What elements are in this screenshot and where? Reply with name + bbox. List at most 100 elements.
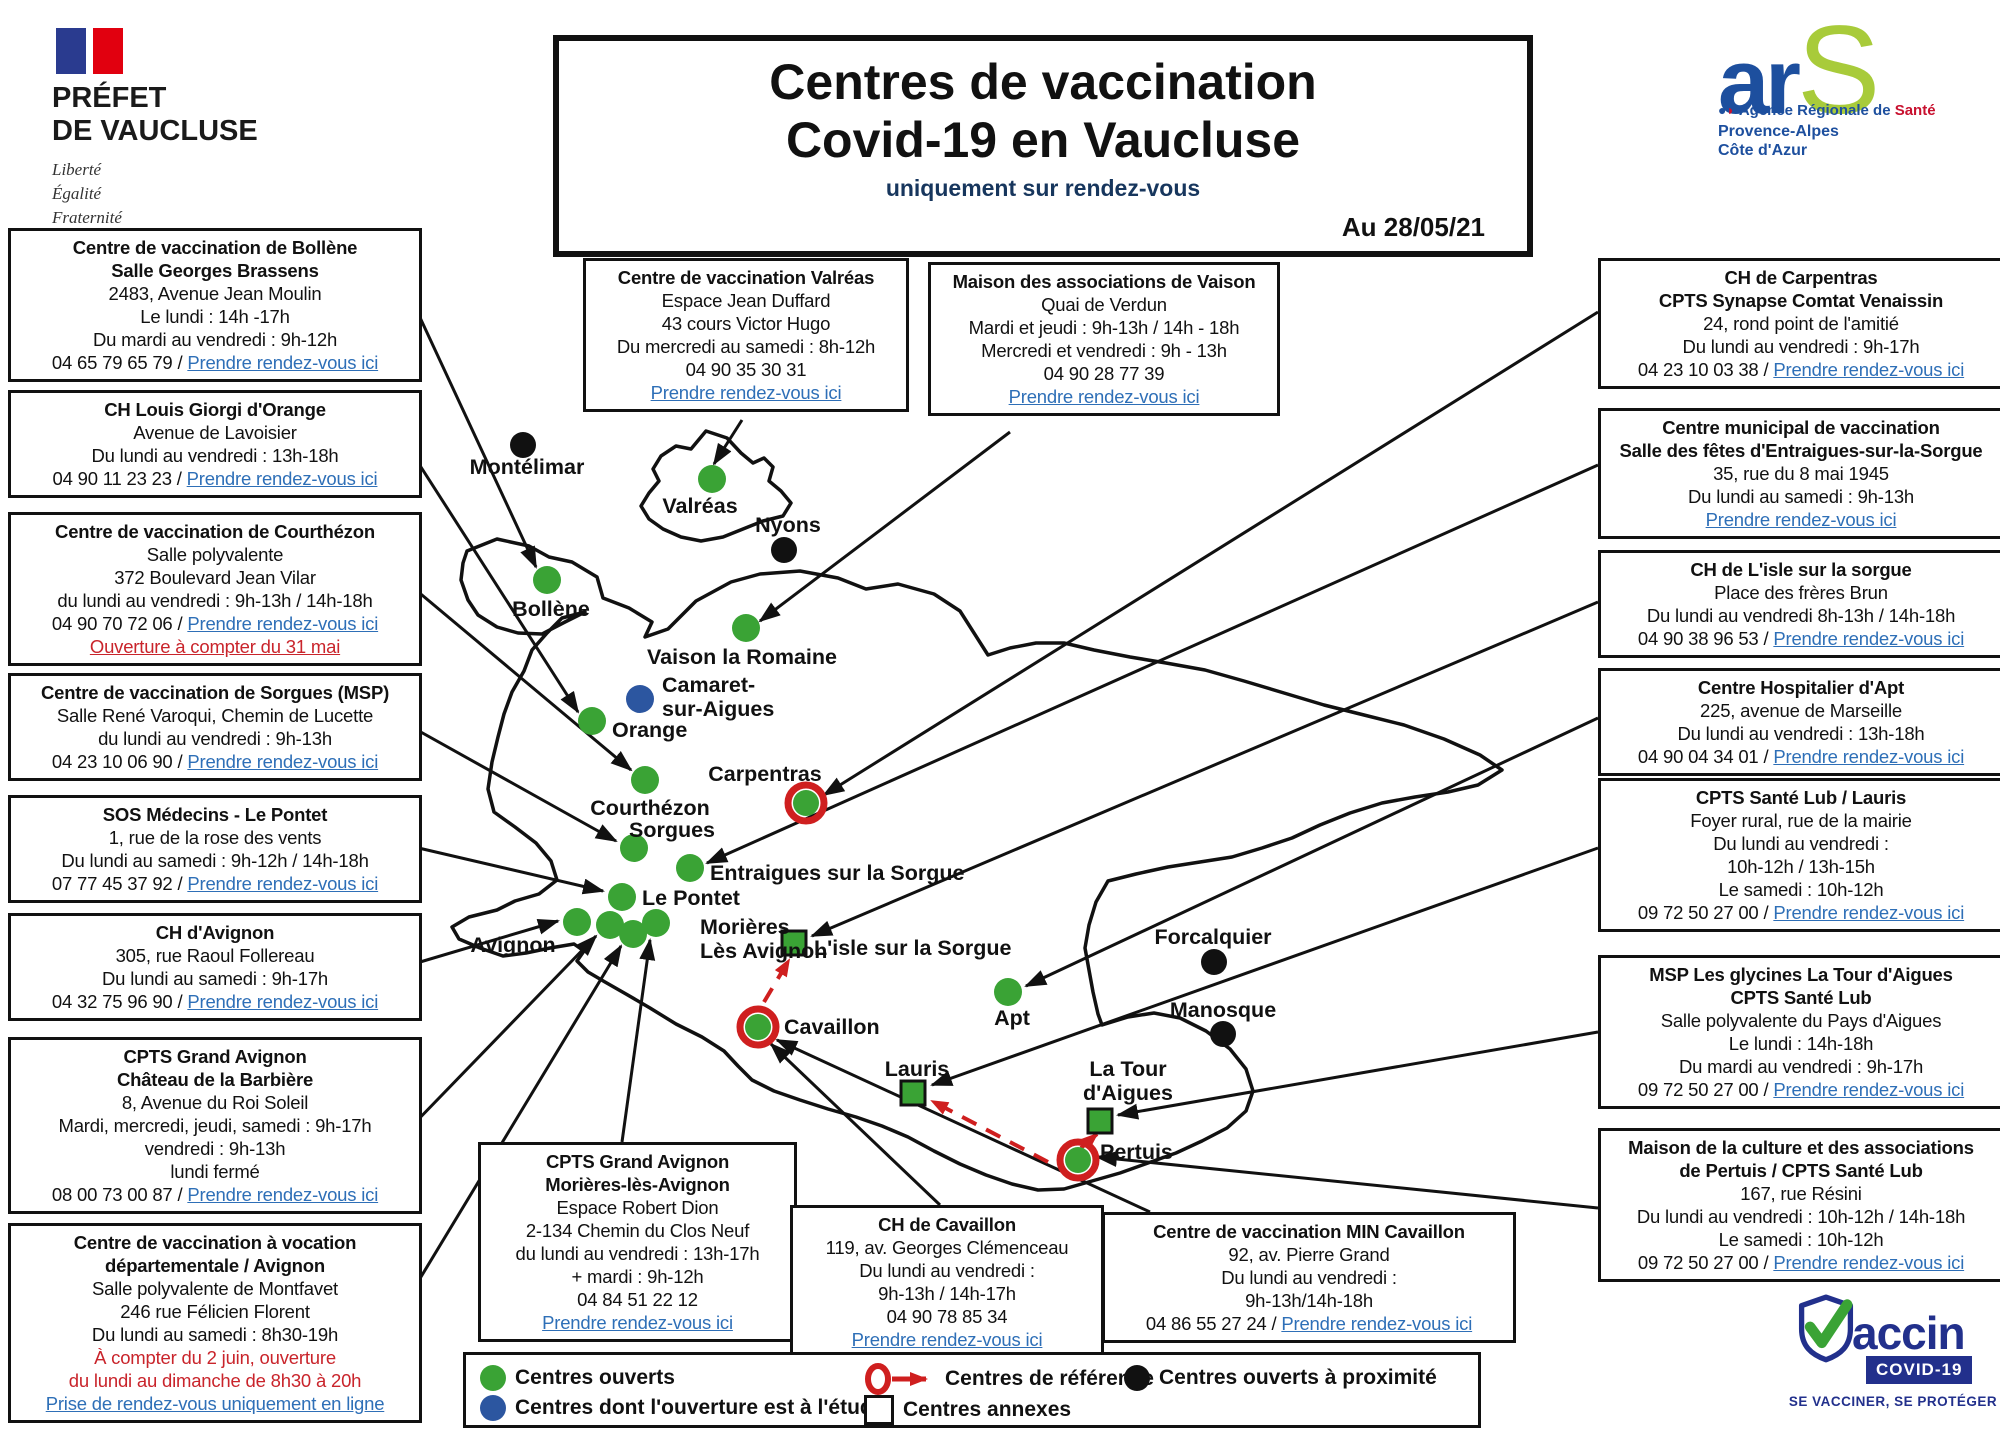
- box-text: 04 90 04 34 01 /: [1637, 746, 1774, 767]
- appointment-link[interactable]: Prendre rendez-vous ici: [1773, 902, 1965, 923]
- title-subtitle: uniquement sur rendez-vous: [885, 175, 1201, 201]
- legend-reference: Centres de référence: [864, 1363, 1154, 1395]
- box-line: + mardi : 9h-12h: [485, 1265, 790, 1288]
- box-text: Du lundi au samedi : 8h30-19h: [91, 1324, 339, 1345]
- connector-line: [408, 449, 580, 714]
- box-text: Du lundi au samedi : 9h-17h: [102, 968, 328, 989]
- box-text: 246 rue Félicien Florent: [120, 1301, 310, 1322]
- box-text: vendredi : 9h-13h: [144, 1138, 286, 1159]
- info-box-pertuis: Maison de la culture et des associations…: [1598, 1128, 2000, 1282]
- appointment-link[interactable]: Prendre rendez-vous ici: [650, 382, 842, 403]
- box-text: Mercredi et vendredi : 9h - 13h: [981, 340, 1227, 361]
- box-text: 43 cours Victor Hugo: [661, 313, 831, 334]
- box-line: 04 90 38 96 53 / Prendre rendez-vous ici: [1605, 627, 1997, 650]
- connector-line: [1095, 1151, 1599, 1210]
- box-text: du lundi au vendredi : 9h-13h: [98, 728, 332, 749]
- reference-route-arrow: [930, 1099, 1049, 1164]
- box-line: 04 65 79 65 79 / Prendre rendez-vous ici: [15, 351, 415, 374]
- appointment-link[interactable]: Prendre rendez-vous ici: [187, 613, 379, 634]
- box-line: Avenue de Lavoisier: [15, 421, 415, 444]
- appointment-link[interactable]: Prendre rendez-vous ici: [187, 873, 379, 894]
- box-text: 08 00 73 00 87 /: [51, 1184, 188, 1205]
- appointment-link[interactable]: Prendre rendez-vous ici: [1773, 1079, 1965, 1100]
- box-line: Prendre rendez-vous ici: [590, 381, 902, 404]
- connector-line: [810, 600, 1599, 938]
- appointment-link[interactable]: Prendre rendez-vous ici: [187, 751, 379, 772]
- box-line: 92, av. Pierre Grand: [1109, 1243, 1509, 1266]
- appointment-link[interactable]: Prise de rendez-vous uniquement en ligne: [45, 1393, 385, 1414]
- map-outline-vaucluse: [450, 537, 1504, 1192]
- reference-center-dot-cavaillon: [745, 1014, 771, 1040]
- box-text: Centre de vaccination Valréas: [617, 267, 875, 288]
- ars-logo: arS ●◗ Agence Régionale de Santé Provenc…: [1718, 8, 1978, 160]
- box-line: CPTS Synapse Comtat Venaissin: [1605, 289, 1997, 312]
- box-line: Maison de la culture et des associations: [1605, 1136, 1997, 1159]
- box-text: Le lundi : 14h-18h: [1728, 1033, 1874, 1054]
- box-line: CPTS Grand Avignon: [485, 1150, 790, 1173]
- map-outline-valreas-enclave: [639, 429, 793, 543]
- appointment-link[interactable]: Prendre rendez-vous ici: [1773, 746, 1965, 767]
- box-line: 35, rue du 8 mai 1945: [1605, 462, 1997, 485]
- appointment-link[interactable]: Prendre rendez-vous ici: [1008, 386, 1200, 407]
- box-text: Mardi et jeudi : 9h-13h / 14h - 18h: [968, 317, 1240, 338]
- ars-subtitle: ●◗ Agence Régionale de Santé Provence-Al…: [1718, 102, 1978, 160]
- appointment-link[interactable]: Prendre rendez-vous ici: [1773, 628, 1965, 649]
- study-center-icon: [480, 1395, 506, 1421]
- box-line: Salle polyvalente du Pays d'Aigues: [1605, 1009, 1997, 1032]
- box-text: MSP Les glycines La Tour d'Aigues: [1649, 964, 1953, 985]
- appointment-link[interactable]: Prendre rendez-vous ici: [542, 1312, 733, 1333]
- reference-ring-pertuis: [1056, 1138, 1100, 1182]
- connector-line: [758, 430, 1011, 623]
- box-text: CH de L'isle sur la sorgue: [1690, 559, 1912, 580]
- box-line: Salle des fêtes d'Entraigues-sur-la-Sorg…: [1605, 439, 1997, 462]
- appointment-link[interactable]: Prendre rendez-vous ici: [187, 1184, 379, 1205]
- box-text: Centre de vaccination MIN Cavaillon: [1153, 1221, 1465, 1242]
- appointment-link[interactable]: Prendre rendez-vous ici: [1281, 1313, 1473, 1334]
- box-text: Mardi, mercredi, jeudi, samedi : 9h-17h: [58, 1115, 372, 1136]
- box-text: Centre de vaccination de Bollène: [72, 237, 358, 258]
- box-line: Centre de vaccination MIN Cavaillon: [1109, 1220, 1509, 1243]
- connector-line: [409, 919, 560, 967]
- annex-center-square-lauris: [899, 1079, 927, 1107]
- box-text: 04 23 10 03 38 /: [1637, 359, 1774, 380]
- prefet-vaucluse-logo: PRÉFET DE VAUCLUSE Liberté Égalité Frate…: [52, 28, 258, 230]
- box-text: 92, av. Pierre Grand: [1228, 1244, 1390, 1265]
- legend-proximity: Centres ouverts à proximité: [1124, 1365, 1437, 1391]
- box-line: du lundi au dimanche de 8h30 à 20h: [15, 1369, 415, 1392]
- appointment-link[interactable]: Prendre rendez-vous ici: [186, 468, 378, 489]
- appointment-link[interactable]: Prendre rendez-vous ici: [1773, 1252, 1965, 1273]
- appointment-link[interactable]: Prendre rendez-vous ici: [1705, 509, 1897, 530]
- box-line: 167, rue Résini: [1605, 1182, 1997, 1205]
- box-line: CPTS Santé Lub: [1605, 986, 1997, 1009]
- box-line: Du mardi au vendredi : 9h-17h: [1605, 1055, 1997, 1078]
- box-text: Du lundi au vendredi :: [859, 1260, 1035, 1281]
- box-line: Quai de Verdun: [935, 293, 1273, 316]
- box-line: Du lundi au samedi : 9h-17h: [15, 967, 415, 990]
- box-text: 119, av. Georges Clémenceau: [825, 1237, 1069, 1258]
- box-text: Centre de vaccination de Courthézon: [55, 521, 375, 542]
- proximity-center-dot-nyons: [771, 537, 797, 563]
- box-text: CH de Carpentras: [1724, 267, 1878, 288]
- box-text: CPTS Synapse Comtat Venaissin: [1658, 290, 1944, 311]
- connector-line: [408, 295, 538, 569]
- appointment-link[interactable]: Prendre rendez-vous ici: [187, 991, 379, 1012]
- appointment-link[interactable]: Prendre rendez-vous ici: [851, 1329, 1043, 1350]
- appointment-link[interactable]: Prendre rendez-vous ici: [1773, 359, 1965, 380]
- box-line: Mercredi et vendredi : 9h - 13h: [935, 339, 1273, 362]
- reference-route-arrow: [762, 958, 791, 1004]
- box-line: Le lundi : 14h-18h: [1605, 1032, 1997, 1055]
- open-center-icon: [480, 1365, 506, 1391]
- box-text: CPTS Santé Lub / Lauris: [1695, 787, 1907, 808]
- box-text: Ouverture à compter du 31 mai: [89, 636, 341, 657]
- appointment-link[interactable]: Prendre rendez-vous ici: [187, 352, 379, 373]
- box-line: 305, rue Raoul Follereau: [15, 944, 415, 967]
- box-text: Centre Hospitalier d'Apt: [1697, 677, 1905, 698]
- box-text: Du lundi au vendredi : 10h-12h / 14h-18h: [1636, 1206, 1966, 1227]
- box-text: Centre de vaccination de Sorgues (MSP): [40, 682, 390, 703]
- box-text: 04 90 35 30 31: [685, 359, 807, 380]
